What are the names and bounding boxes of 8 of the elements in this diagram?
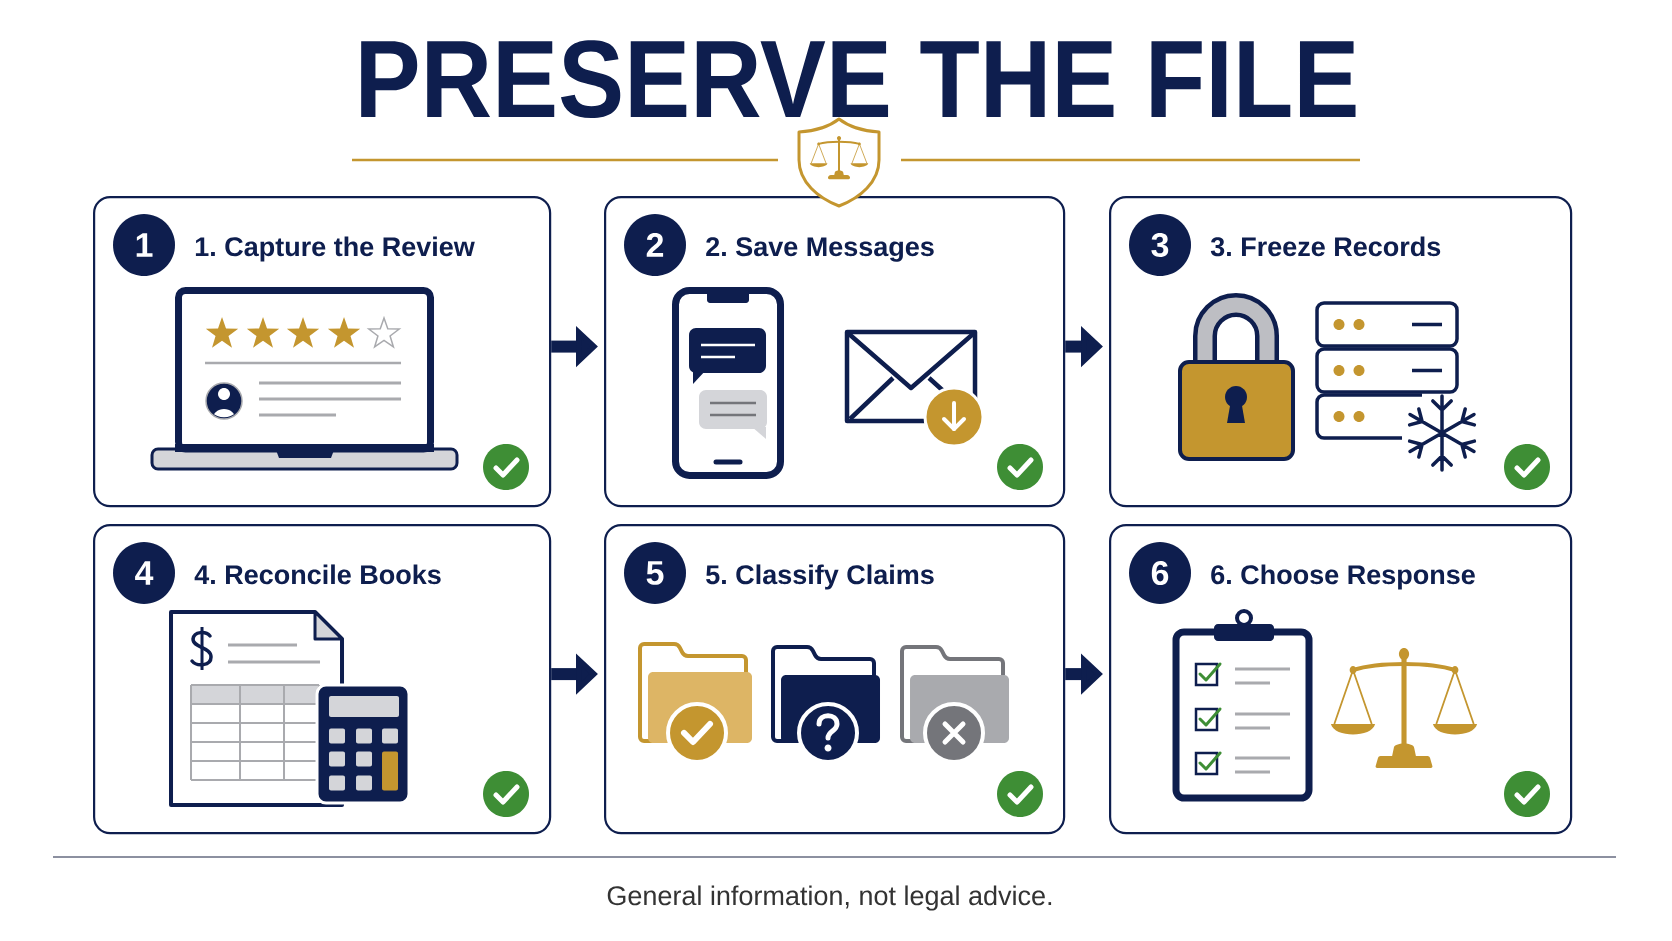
title: PRESERVE THE FILE	[361, 40, 1356, 119]
number-badge: 2	[624, 214, 686, 276]
number-badge: 5	[624, 542, 686, 604]
number-badge: 1	[113, 214, 175, 276]
number-badge: 4	[113, 542, 175, 604]
caption: General information, not legal advice.	[607, 885, 1052, 911]
number-badge: 3	[1129, 214, 1191, 276]
number-badge: 6	[1129, 542, 1191, 604]
